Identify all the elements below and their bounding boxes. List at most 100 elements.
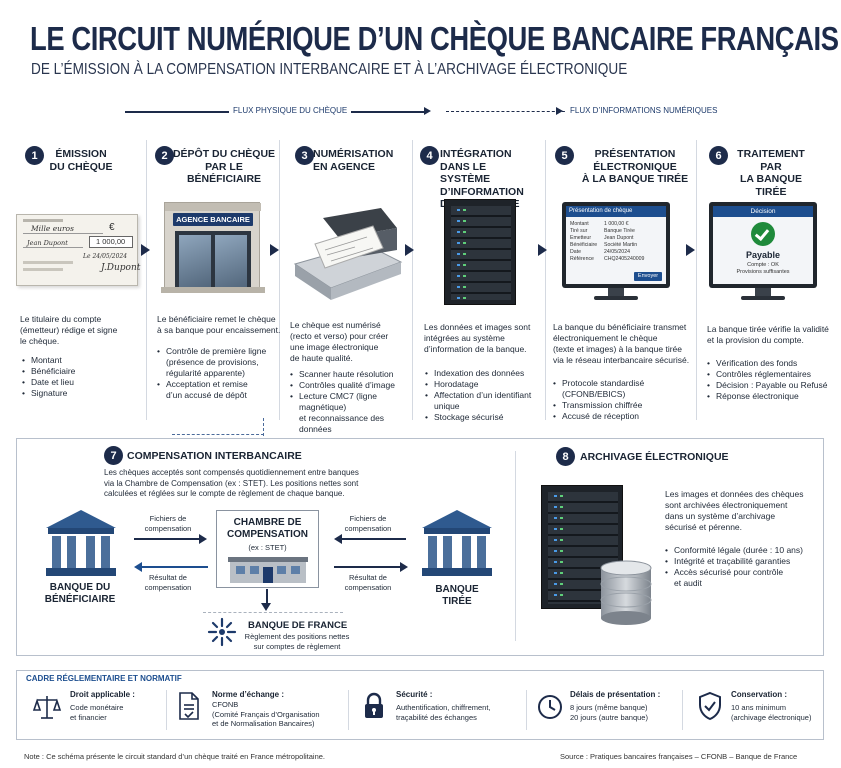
clock-icon — [538, 695, 562, 719]
step-description: Le titulaire du compte(émetteur) rédige … — [20, 314, 118, 346]
agency-sign-text: AGENCE BANCAIRE — [176, 215, 250, 224]
digital-flow-arrowhead — [556, 107, 563, 115]
step-number-badge: 7 — [104, 446, 123, 465]
bank-building-icon — [422, 510, 492, 576]
physical-flow-label: FLUX PHYSIQUE DU CHÈQUE — [229, 106, 352, 115]
check-icon — [751, 222, 775, 246]
reg-value: 8 jours (même banque)20 jours (autre ban… — [570, 703, 648, 722]
footer-note: Note : Ce schéma présente le circuit sta… — [24, 752, 325, 761]
database-icon — [600, 560, 652, 625]
flow-arrow-right — [538, 244, 547, 256]
reg-label: Conservation : — [731, 690, 788, 699]
column-divider — [412, 140, 413, 420]
compensation-title: COMPENSATION INTERBANCAIRE — [127, 450, 302, 462]
step-bullet-list: Contrôle de première ligne (présence de … — [157, 346, 282, 401]
reg-label: Droit applicable : — [70, 690, 135, 699]
arrow-to-chamber — [134, 538, 200, 540]
step-number-badge: 8 — [556, 447, 575, 466]
arrow-from-chamber — [334, 566, 400, 568]
reg-label: Délais de présentation : — [570, 690, 661, 699]
bank-building-icon — [46, 510, 116, 576]
footer-source: Source : Pratiques bancaires françaises … — [560, 752, 798, 761]
step-number-badge: 2 — [155, 146, 174, 165]
scales-icon — [32, 696, 62, 719]
column-divider — [545, 140, 546, 420]
shield-icon — [699, 691, 721, 721]
regulatory-title: CADRE RÉGLEMENTAIRE ET NORMATIF — [26, 674, 182, 683]
step-number-badge: 5 — [555, 146, 574, 165]
column-divider — [696, 140, 697, 420]
archiving-bullet-list: Conformité légale (durée : 10 ans)Intégr… — [665, 545, 815, 589]
send-button[interactable]: Envoyer — [634, 272, 662, 281]
decision-window-title: Décision — [713, 206, 813, 217]
banque-de-france-logo-icon — [207, 617, 237, 647]
panel-divider — [515, 451, 516, 641]
clearing-building-icon — [228, 557, 308, 583]
step-bullet-list: MontantBénéficiaireDate et lieuSignature — [22, 355, 142, 399]
connector-dashed — [263, 418, 264, 436]
flow-arrow-right — [405, 244, 414, 256]
column-divider — [279, 140, 280, 420]
document-icon — [179, 692, 199, 720]
connector-dashed — [172, 434, 264, 435]
step-bullet-list: Indexation des donnéesHorodatageAffectat… — [425, 368, 549, 423]
bank-agency-illustration: AGENCE BANCAIRE — [161, 202, 265, 293]
reg-label: Norme d’échange : — [212, 690, 285, 699]
archiving-title: ARCHIVAGE ÉLECTRONIQUE — [580, 451, 729, 463]
arrow-from-chamber — [142, 566, 208, 568]
compensation-description: Les chèques acceptés sont compensés quot… — [104, 468, 359, 498]
physical-flow-arrowhead — [424, 107, 431, 115]
flow-arrow-right — [141, 244, 150, 256]
reg-label: Sécurité : — [396, 690, 433, 699]
arrow-to-banque-de-france — [266, 589, 268, 605]
column-divider — [146, 140, 147, 420]
step-bullet-list: Protocole standardisé (CFONB/EBICS)Trans… — [553, 378, 693, 422]
step-number-badge: 1 — [25, 146, 44, 165]
step-bullet-list: Vérification des fondsContrôles réglemen… — [707, 358, 841, 402]
arrow-to-chamber — [342, 538, 406, 540]
scanner-illustration — [293, 208, 403, 300]
flow-arrow-right — [686, 244, 695, 256]
regulatory-panel — [16, 670, 824, 740]
banque-de-france-title: BANQUE DE FRANCE — [248, 620, 348, 631]
page-title: LE CIRCUIT NUMÉRIQUE D’UN CHÈQUE BANCAIR… — [30, 20, 839, 57]
reg-value: 10 ans minimum(archivage électronique) — [731, 703, 812, 722]
server-rack-illustration — [444, 199, 516, 305]
digital-flow-label: FLUX D’INFORMATIONS NUMÉRIQUES — [566, 106, 722, 115]
presentation-window-title: Présentation de chèque — [566, 206, 666, 217]
step-number-badge: 4 — [420, 146, 439, 165]
step-description: Le chèque est numérisé(recto et verso) p… — [290, 320, 389, 363]
reg-value: Authentification, chiffrement,traçabilit… — [396, 703, 491, 722]
step-number-badge: 3 — [295, 146, 314, 165]
step-number-badge: 6 — [709, 146, 728, 165]
flow-arrow-right — [270, 244, 279, 256]
cheque-illustration: Mille euros € Jean Dupont 1 000,00 Le 24… — [16, 214, 140, 286]
step-bullet-list: Scanner haute résolutionContrôles qualit… — [290, 369, 412, 435]
decision-status: Payable — [745, 250, 781, 260]
lock-icon — [365, 692, 383, 718]
page-subtitle: DE L’ÉMISSION À LA COMPENSATION INTERBAN… — [31, 61, 628, 78]
